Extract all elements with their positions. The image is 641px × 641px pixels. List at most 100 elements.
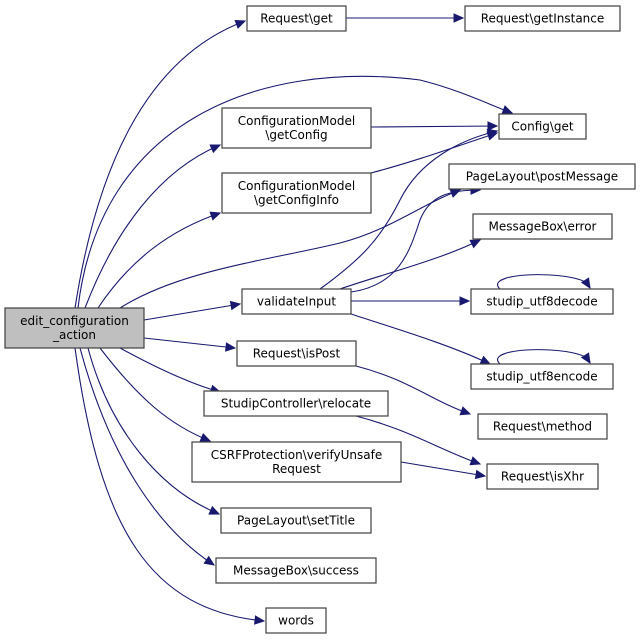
arrowhead-icon — [469, 456, 482, 466]
node-label: studip_utf8decode — [486, 295, 597, 309]
node-box[interactable] — [498, 113, 587, 140]
edge-validateinput-to-mb_error — [339, 239, 482, 290]
node-label: words — [278, 614, 314, 628]
edge-line — [350, 313, 491, 365]
node-label: PageLayout\setTitle — [237, 514, 355, 528]
edge-request_ispost-to-request_method — [355, 365, 472, 416]
node-request-getinstance[interactable]: Request\getInstance — [464, 5, 621, 32]
node-label: ConfigurationModel — [238, 114, 355, 128]
node-utf8encode[interactable]: studip_utf8encode — [470, 363, 614, 390]
arrowhead-icon — [486, 128, 499, 138]
node-box[interactable] — [241, 288, 352, 315]
edge-validateinput-to-config_get — [319, 128, 499, 290]
node-box[interactable] — [220, 507, 372, 534]
node-box[interactable] — [246, 5, 347, 32]
node-label: validateInput — [257, 295, 337, 309]
node-label: MessageBox\success — [233, 564, 359, 578]
node-box[interactable] — [448, 163, 636, 190]
edge-line — [79, 347, 215, 566]
edge-root-to-config_get — [77, 75, 514, 309]
edge-root-to-sc_relocate — [119, 347, 222, 394]
edge-line — [99, 347, 211, 442]
node-label: studip_utf8encode — [486, 370, 597, 384]
node-box[interactable] — [265, 607, 327, 634]
node-cm-getconfiginfo[interactable]: ConfigurationModel\getConfigInfo — [221, 172, 372, 214]
arrowhead-icon — [208, 505, 221, 515]
node-root[interactable]: edit_configuration_action — [4, 307, 145, 349]
node-box[interactable] — [4, 307, 145, 349]
edge-line — [119, 347, 221, 393]
node-box[interactable] — [486, 463, 599, 490]
node-request-ispost[interactable]: Request\isPost — [236, 340, 357, 367]
node-box[interactable] — [191, 441, 402, 483]
node-box[interactable] — [472, 213, 613, 240]
edge-line — [355, 415, 481, 465]
node-label: PageLayout\postMessage — [466, 170, 618, 184]
node-utf8decode[interactable]: studip_utf8decode — [470, 288, 614, 315]
edge-line — [497, 274, 591, 290]
edge-validateinput-to-utf8decode — [351, 296, 471, 306]
node-box[interactable] — [477, 413, 608, 440]
edge-line — [350, 189, 481, 293]
edge-line — [74, 347, 265, 622]
node-box[interactable] — [221, 172, 372, 214]
node-request-method[interactable]: Request\method — [477, 413, 608, 440]
edge-line — [370, 132, 498, 174]
node-box[interactable] — [203, 390, 389, 417]
node-label: ConfigurationModel — [238, 179, 355, 193]
edge-line — [355, 365, 471, 415]
node-sc-relocate[interactable]: StudipController\relocate — [203, 390, 389, 417]
arrowhead-icon — [501, 105, 514, 115]
node-pl-settitle[interactable]: PageLayout\setTitle — [220, 507, 372, 534]
edge-utf8encode-to-utf8encode — [497, 349, 591, 365]
node-cm-getconfig[interactable]: ConfigurationModel\getConfig — [221, 107, 372, 149]
edge-line — [97, 212, 221, 309]
arrowhead-icon — [459, 296, 471, 306]
arrowhead-icon — [487, 121, 499, 131]
edge-validateinput-to-utf8encode — [350, 313, 492, 365]
arrowhead-icon — [459, 406, 472, 416]
edge-line — [319, 130, 498, 290]
edge-line — [74, 20, 246, 309]
arrowhead-icon — [254, 615, 266, 625]
arrowhead-icon — [449, 189, 462, 198]
arrowhead-icon — [234, 20, 247, 29]
node-mb-error[interactable]: MessageBox\error — [472, 213, 613, 240]
node-config-get[interactable]: Config\get — [498, 113, 587, 140]
edge-line — [77, 75, 513, 309]
node-box[interactable] — [215, 557, 377, 584]
node-label: Request\method — [493, 420, 592, 434]
node-box[interactable] — [236, 340, 357, 367]
edge-root-to-request_get — [74, 20, 247, 309]
arrowhead-icon — [225, 342, 237, 352]
node-validateinput[interactable]: validateInput — [241, 288, 352, 315]
edge-root-to-validateinput — [143, 300, 242, 321]
node-box[interactable] — [221, 107, 372, 149]
node-label: Request\getInstance — [481, 12, 605, 26]
node-request-isxhr[interactable]: Request\isXhr — [486, 463, 599, 490]
node-pl-postmessage[interactable]: PageLayout\postMessage — [448, 163, 636, 190]
edge-root-to-words — [74, 347, 266, 625]
node-box[interactable] — [464, 5, 621, 32]
node-box[interactable] — [470, 288, 614, 315]
node-mb-success[interactable]: MessageBox\success — [215, 557, 377, 584]
node-label: Config\get — [511, 120, 574, 134]
edge-line — [119, 189, 461, 309]
arrowhead-icon — [199, 432, 212, 442]
node-label: edit_configuration — [20, 314, 129, 328]
node-box[interactable] — [470, 363, 614, 390]
arrowhead-icon — [580, 277, 591, 290]
node-label: Request\isPost — [253, 347, 341, 361]
edge-root-to-mb_success — [79, 347, 216, 566]
node-label: StudipController\relocate — [221, 397, 371, 411]
node-request-get[interactable]: Request\get — [246, 5, 347, 32]
edge-csrf_verify-to-request_isxhr — [400, 461, 487, 480]
node-label: MessageBox\error — [489, 220, 597, 234]
arrowhead-icon — [474, 469, 487, 480]
node-label: Request — [272, 462, 321, 476]
arrowhead-icon — [453, 13, 465, 23]
node-words[interactable]: words — [265, 607, 327, 634]
